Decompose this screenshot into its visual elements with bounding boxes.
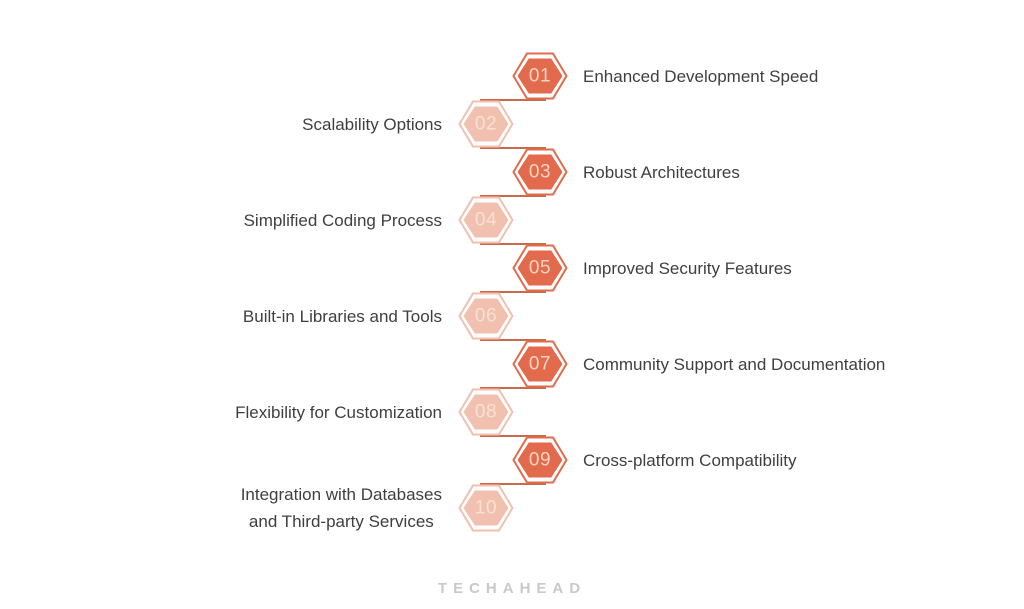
list-item: Simplified Coding Process 04 <box>244 196 514 244</box>
step-number: 08 <box>475 402 497 423</box>
step-label: Cross-platform Compatibility <box>583 450 797 470</box>
connector-line <box>480 387 546 389</box>
step-label: Community Support and Documentation <box>583 354 886 374</box>
hexagon-step: 07 <box>512 340 568 388</box>
step-number: 09 <box>529 450 551 471</box>
step-number: 05 <box>529 258 551 279</box>
step-number: 04 <box>475 210 497 231</box>
list-item: 01 Enhanced Development Speed <box>512 52 818 100</box>
techahead-logo: TECHAHEAD <box>437 580 587 597</box>
connector-line <box>480 483 546 485</box>
step-label: Integration with Databases and Third-par… <box>240 485 442 531</box>
connector-line <box>480 243 546 245</box>
step-label: Built-in Libraries and Tools <box>242 306 442 326</box>
hexagon-step: 02 <box>458 100 514 148</box>
step-number: 01 <box>529 66 551 87</box>
step-number: 10 <box>475 498 497 519</box>
list-item: 07 Community Support and Documentation <box>512 340 885 388</box>
step-number: 02 <box>475 114 497 135</box>
list-item: 09 Cross-platform Compatibility <box>512 436 797 484</box>
step-label: Enhanced Development Speed <box>583 66 819 86</box>
hexagon-step: 05 <box>512 244 568 292</box>
step-number: 06 <box>475 306 497 327</box>
hexagon-step: 10 <box>458 484 514 532</box>
step-label: Robust Architectures <box>583 162 740 182</box>
list-item: Scalability Options 02 <box>302 100 514 148</box>
step-label: Flexibility for Customization <box>235 402 442 422</box>
hexagon-step: 06 <box>458 292 514 340</box>
connector-line <box>480 291 546 293</box>
step-label: Scalability Options <box>302 114 442 134</box>
hexagon-icon: 03 <box>512 148 568 196</box>
hexagon-step: 09 <box>512 436 568 484</box>
hexagon-icon: 10 <box>458 484 514 532</box>
hexagon-step: 03 <box>512 148 568 196</box>
list-item: Flexibility for Customization 08 <box>235 388 514 436</box>
list-item: Built-in Libraries and Tools 06 <box>243 292 514 340</box>
connector-line <box>480 147 546 149</box>
hexagon-icon: 08 <box>458 388 514 436</box>
connector-line <box>480 435 546 437</box>
hexagon-step: 01 <box>512 52 568 100</box>
hexagon-icon: 06 <box>458 292 514 340</box>
list-item: 05 Improved Security Features <box>512 244 792 292</box>
hexagon-step: 08 <box>458 388 514 436</box>
list-item: 03 Robust Architectures <box>512 148 740 196</box>
connector-line <box>480 339 546 341</box>
hexagon-icon: 09 <box>512 436 568 484</box>
connector-line <box>480 99 546 101</box>
list-item: Integration with Databases and Third-par… <box>241 484 514 532</box>
hexagon-step: 04 <box>458 196 514 244</box>
hexagon-icon: 02 <box>458 100 514 148</box>
step-number: 07 <box>529 354 551 375</box>
step-label: Simplified Coding Process <box>243 210 442 230</box>
step-label: Improved Security Features <box>583 258 792 278</box>
connector-line <box>480 195 546 197</box>
hexagon-icon: 01 <box>512 52 568 100</box>
hexagon-icon: 05 <box>512 244 568 292</box>
hexagon-icon: 04 <box>458 196 514 244</box>
step-number: 03 <box>529 162 551 183</box>
hexagon-icon: 07 <box>512 340 568 388</box>
